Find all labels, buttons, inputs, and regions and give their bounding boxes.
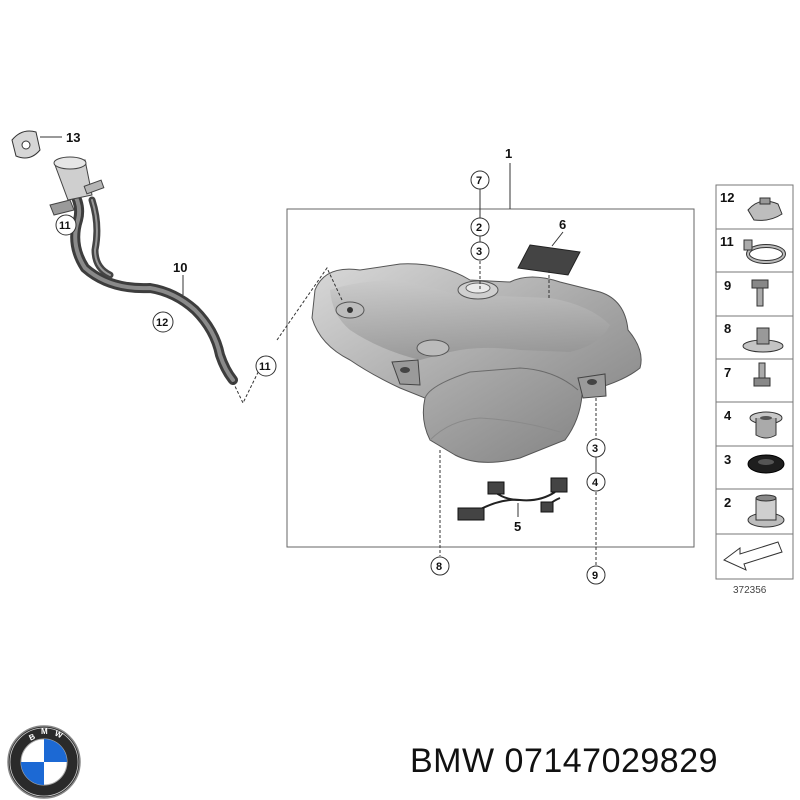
bmw-logo-icon: B M W xyxy=(7,725,81,799)
circle-callout-12: 12 xyxy=(152,311,174,333)
svg-text:3: 3 xyxy=(592,443,598,455)
washer-nut-icon xyxy=(742,327,784,353)
side-num-7: 7 xyxy=(724,365,731,380)
side-parts-panel: 12 11 9 8 7 4 3 2 xyxy=(715,184,794,580)
callout-6: 6 xyxy=(559,217,566,232)
callout-10: 10 xyxy=(173,260,187,275)
svg-text:M: M xyxy=(41,727,48,736)
circle-callout-7-top: 7 xyxy=(470,170,490,190)
svg-text:3: 3 xyxy=(476,246,482,258)
assembly-frame xyxy=(286,208,695,548)
svg-text:B: B xyxy=(28,732,37,743)
circle-callout-11-mid: 11 xyxy=(255,355,277,377)
circle-callout-9: 9 xyxy=(586,565,606,585)
bushing-icon xyxy=(749,411,783,439)
reference-number: 372356 xyxy=(733,585,767,596)
side-num-2: 2 xyxy=(724,495,731,510)
filler-cap xyxy=(11,130,62,159)
direction-arrow-icon xyxy=(723,541,783,571)
svg-text:11: 11 xyxy=(259,361,271,373)
svg-text:7: 7 xyxy=(476,175,482,187)
side-num-9: 9 xyxy=(724,278,731,293)
circle-callout-11-top: 11 xyxy=(55,214,77,236)
svg-text:11: 11 xyxy=(59,220,71,232)
spacer-sleeve-icon xyxy=(747,494,785,528)
side-num-12: 12 xyxy=(720,190,734,205)
hose-clamp-icon xyxy=(747,197,783,221)
sensor-plate xyxy=(517,231,581,300)
part-number-caption: BMW 07147029829 xyxy=(410,742,719,780)
circle-callout-3-right: 3 xyxy=(586,438,606,458)
circle-callout-8: 8 xyxy=(430,556,450,576)
callout-1: 1 xyxy=(505,146,512,161)
rubber-grommet-icon xyxy=(747,454,785,474)
wiring-harness xyxy=(457,477,568,521)
callout-13: 13 xyxy=(66,130,80,145)
svg-text:W: W xyxy=(53,729,64,741)
side-num-8: 8 xyxy=(724,321,731,336)
circle-callout-2-top: 2 xyxy=(470,217,490,237)
callout-5: 5 xyxy=(514,519,521,534)
svg-text:4: 4 xyxy=(592,477,599,489)
side-num-3: 3 xyxy=(724,452,731,467)
svg-text:2: 2 xyxy=(476,222,482,234)
svg-text:12: 12 xyxy=(156,317,168,329)
circle-callout-4: 4 xyxy=(586,472,606,492)
side-num-11: 11 xyxy=(720,234,734,249)
svg-text:8: 8 xyxy=(436,561,442,573)
fuel-tank xyxy=(311,263,642,463)
screw-icon xyxy=(751,279,769,307)
side-num-4: 4 xyxy=(724,408,732,423)
filler-pipe xyxy=(49,156,238,385)
stud-bolt-icon xyxy=(753,362,771,387)
circle-callout-3-top: 3 xyxy=(470,241,490,261)
spring-clamp-icon xyxy=(743,239,786,264)
svg-text:9: 9 xyxy=(592,570,598,582)
